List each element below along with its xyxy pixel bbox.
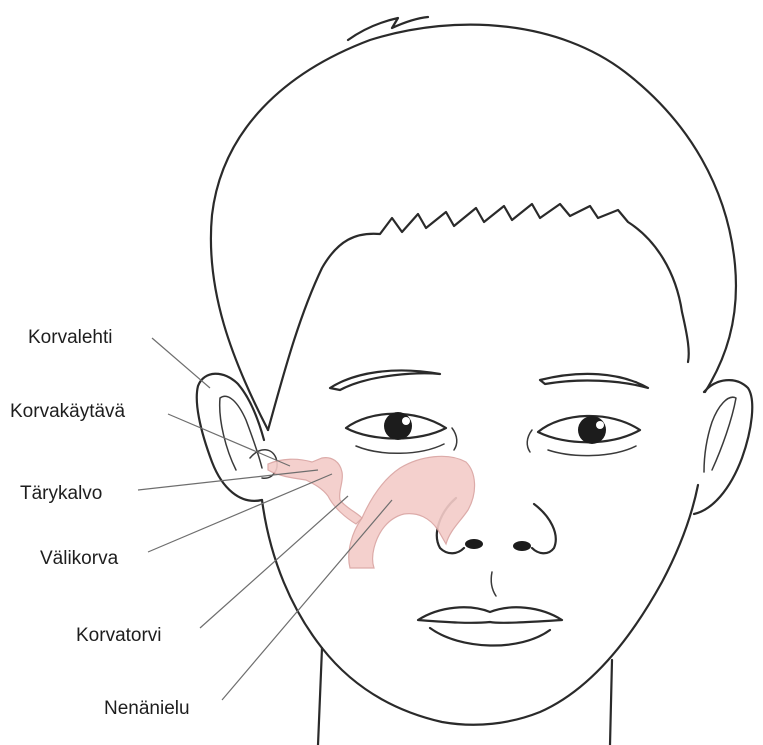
ear-canal-region [268, 458, 362, 524]
upper-lip [418, 607, 562, 623]
label-korvakaytava: Korvakäytävä [10, 401, 126, 422]
neck-left [318, 648, 322, 745]
leader-korvatorvi [200, 496, 348, 628]
neck-right [610, 660, 612, 745]
label-valikorva: Välikorva [40, 548, 119, 569]
nasopharynx-region [349, 456, 475, 568]
right-eye-crease [527, 430, 532, 452]
leader-nenanielu [222, 500, 392, 700]
lower-lip [430, 628, 550, 646]
label-tarykalvo: Tärykalvo [20, 483, 102, 504]
right-nostril [513, 541, 531, 551]
nose-right-wing [532, 504, 556, 553]
philtrum [491, 572, 496, 596]
right-ear-inner [704, 397, 736, 472]
leader-korvakaytava [168, 414, 290, 466]
left-eyebrow [330, 370, 440, 390]
label-nenanielu: Nenänielu [104, 698, 190, 719]
right-eye-lower-lid [548, 446, 636, 456]
hair-outline [211, 25, 736, 430]
label-korvalehti: Korvalehti [28, 327, 113, 348]
right-eye-highlight [596, 421, 604, 429]
hair-fringe [268, 204, 689, 430]
child-head-drawing [197, 17, 752, 745]
left-eye-lower-lid [356, 444, 444, 453]
left-iris [384, 412, 412, 440]
labels: Korvalehti Korvakäytävä Tärykalvo Väliko… [10, 327, 190, 719]
right-ear [694, 380, 752, 514]
left-eye-highlight [402, 417, 410, 425]
right-iris [578, 416, 606, 444]
face-left-cheek [262, 485, 698, 725]
left-eye-crease [452, 428, 457, 450]
right-eyebrow [540, 374, 648, 388]
leader-korvalehti [152, 338, 210, 388]
left-nostril [465, 539, 483, 549]
label-korvatorvi: Korvatorvi [76, 625, 162, 646]
